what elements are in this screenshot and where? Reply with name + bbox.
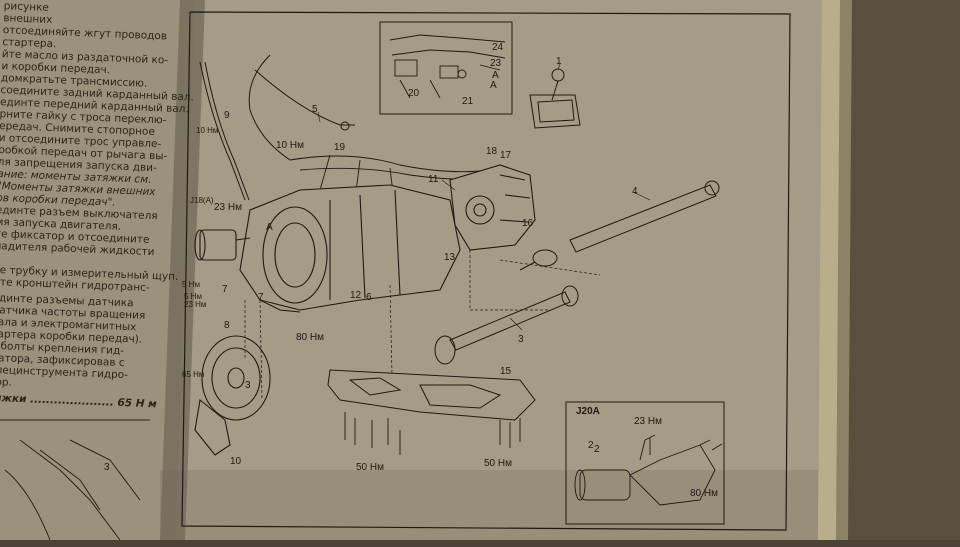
left-figure-callout: 3 [104, 462, 110, 473]
gutter-shadow [160, 0, 205, 540]
callout-15: 15 [500, 366, 512, 377]
callout-8: 8 [224, 320, 230, 331]
side-label-65nm: 65 Нм [182, 370, 205, 379]
callout-9: 9 [224, 110, 230, 121]
callout-7a: 7 [258, 292, 264, 303]
callout-21: 21 [462, 96, 474, 107]
callout-24: 24 [492, 42, 504, 53]
transfer-case [449, 164, 536, 251]
side-label-5nm: 5 Нм [182, 280, 200, 289]
bolts [344, 412, 521, 455]
callout-1: 1 [556, 56, 562, 67]
transmission-housing [194, 184, 461, 313]
callout-a-inset: A [492, 70, 499, 81]
connector-inset-box [379, 21, 513, 115]
callout-leaders [317, 63, 651, 331]
callout-4: 4 [632, 186, 638, 197]
torque-converter [194, 335, 271, 456]
left-page-line: тяжки ..................... 65 Н м [0, 391, 157, 411]
callout-18: 18 [486, 146, 498, 157]
torque-label-10nm: 10 Нм [276, 140, 304, 151]
torque-label-50nm-right: 50 Нм [484, 458, 512, 469]
j20a-inset-box [565, 401, 725, 525]
side-label-5nm-2: 5 Нм [184, 292, 202, 301]
diagram-frame [181, 11, 791, 531]
callout-11: 11 [428, 174, 439, 185]
left-page-surface [0, 0, 195, 540]
callout-a-main: A [266, 222, 273, 233]
callout-3-front-shaft: 3 [518, 334, 524, 345]
callout-2: 2 [588, 440, 594, 451]
callout-17: 17 [500, 150, 512, 161]
j20a-inset-drawing [574, 434, 723, 506]
callout-16: 16 [522, 218, 534, 229]
shift-cable [199, 54, 355, 201]
side-label-j18a: J18(A) [190, 196, 214, 205]
left-page-figure [0, 419, 150, 540]
callout-12: 12 [350, 290, 362, 301]
side-label-10nm: 10 Нм [196, 126, 219, 135]
left-page-line: тор. [0, 375, 13, 389]
crossmember [327, 369, 536, 421]
callout-10: 10 [230, 456, 242, 467]
torque-label-50nm-left: 50 Нм [356, 462, 384, 473]
callout-a-inset-2: A [490, 80, 497, 91]
callout-7b: 7 [222, 284, 228, 295]
side-label-23nm: 23 Нм [184, 300, 207, 309]
callout-13: 13 [444, 252, 456, 263]
shift-lever-assembly [529, 68, 581, 129]
connector-inset-drawing [389, 34, 506, 99]
rear-propeller-shaft [519, 180, 720, 271]
leader-lines [244, 250, 601, 401]
book-cover-edge [836, 0, 852, 540]
right-page [160, 0, 822, 540]
page-shade-bottom [160, 470, 818, 540]
callout-6: 6 [366, 292, 372, 303]
torque-label-80nm: 80 Нм [296, 332, 324, 343]
inset-torque-80nm: 80 Нм [690, 488, 718, 499]
callout-23: 23 [490, 58, 502, 69]
callout-5: 5 [312, 104, 318, 115]
callout-20: 20 [408, 88, 420, 99]
torque-label-23nm: 23 Нм [214, 202, 242, 213]
front-propeller-shaft [434, 285, 579, 365]
callout-19: 19 [334, 142, 346, 153]
inset-title: J20A [576, 406, 600, 417]
callout-3-converter: 3 [245, 380, 251, 391]
inset-part-number: 2 [594, 444, 600, 455]
inset-torque-23nm: 23 Нм [634, 416, 662, 427]
table-texture-right [840, 0, 960, 540]
